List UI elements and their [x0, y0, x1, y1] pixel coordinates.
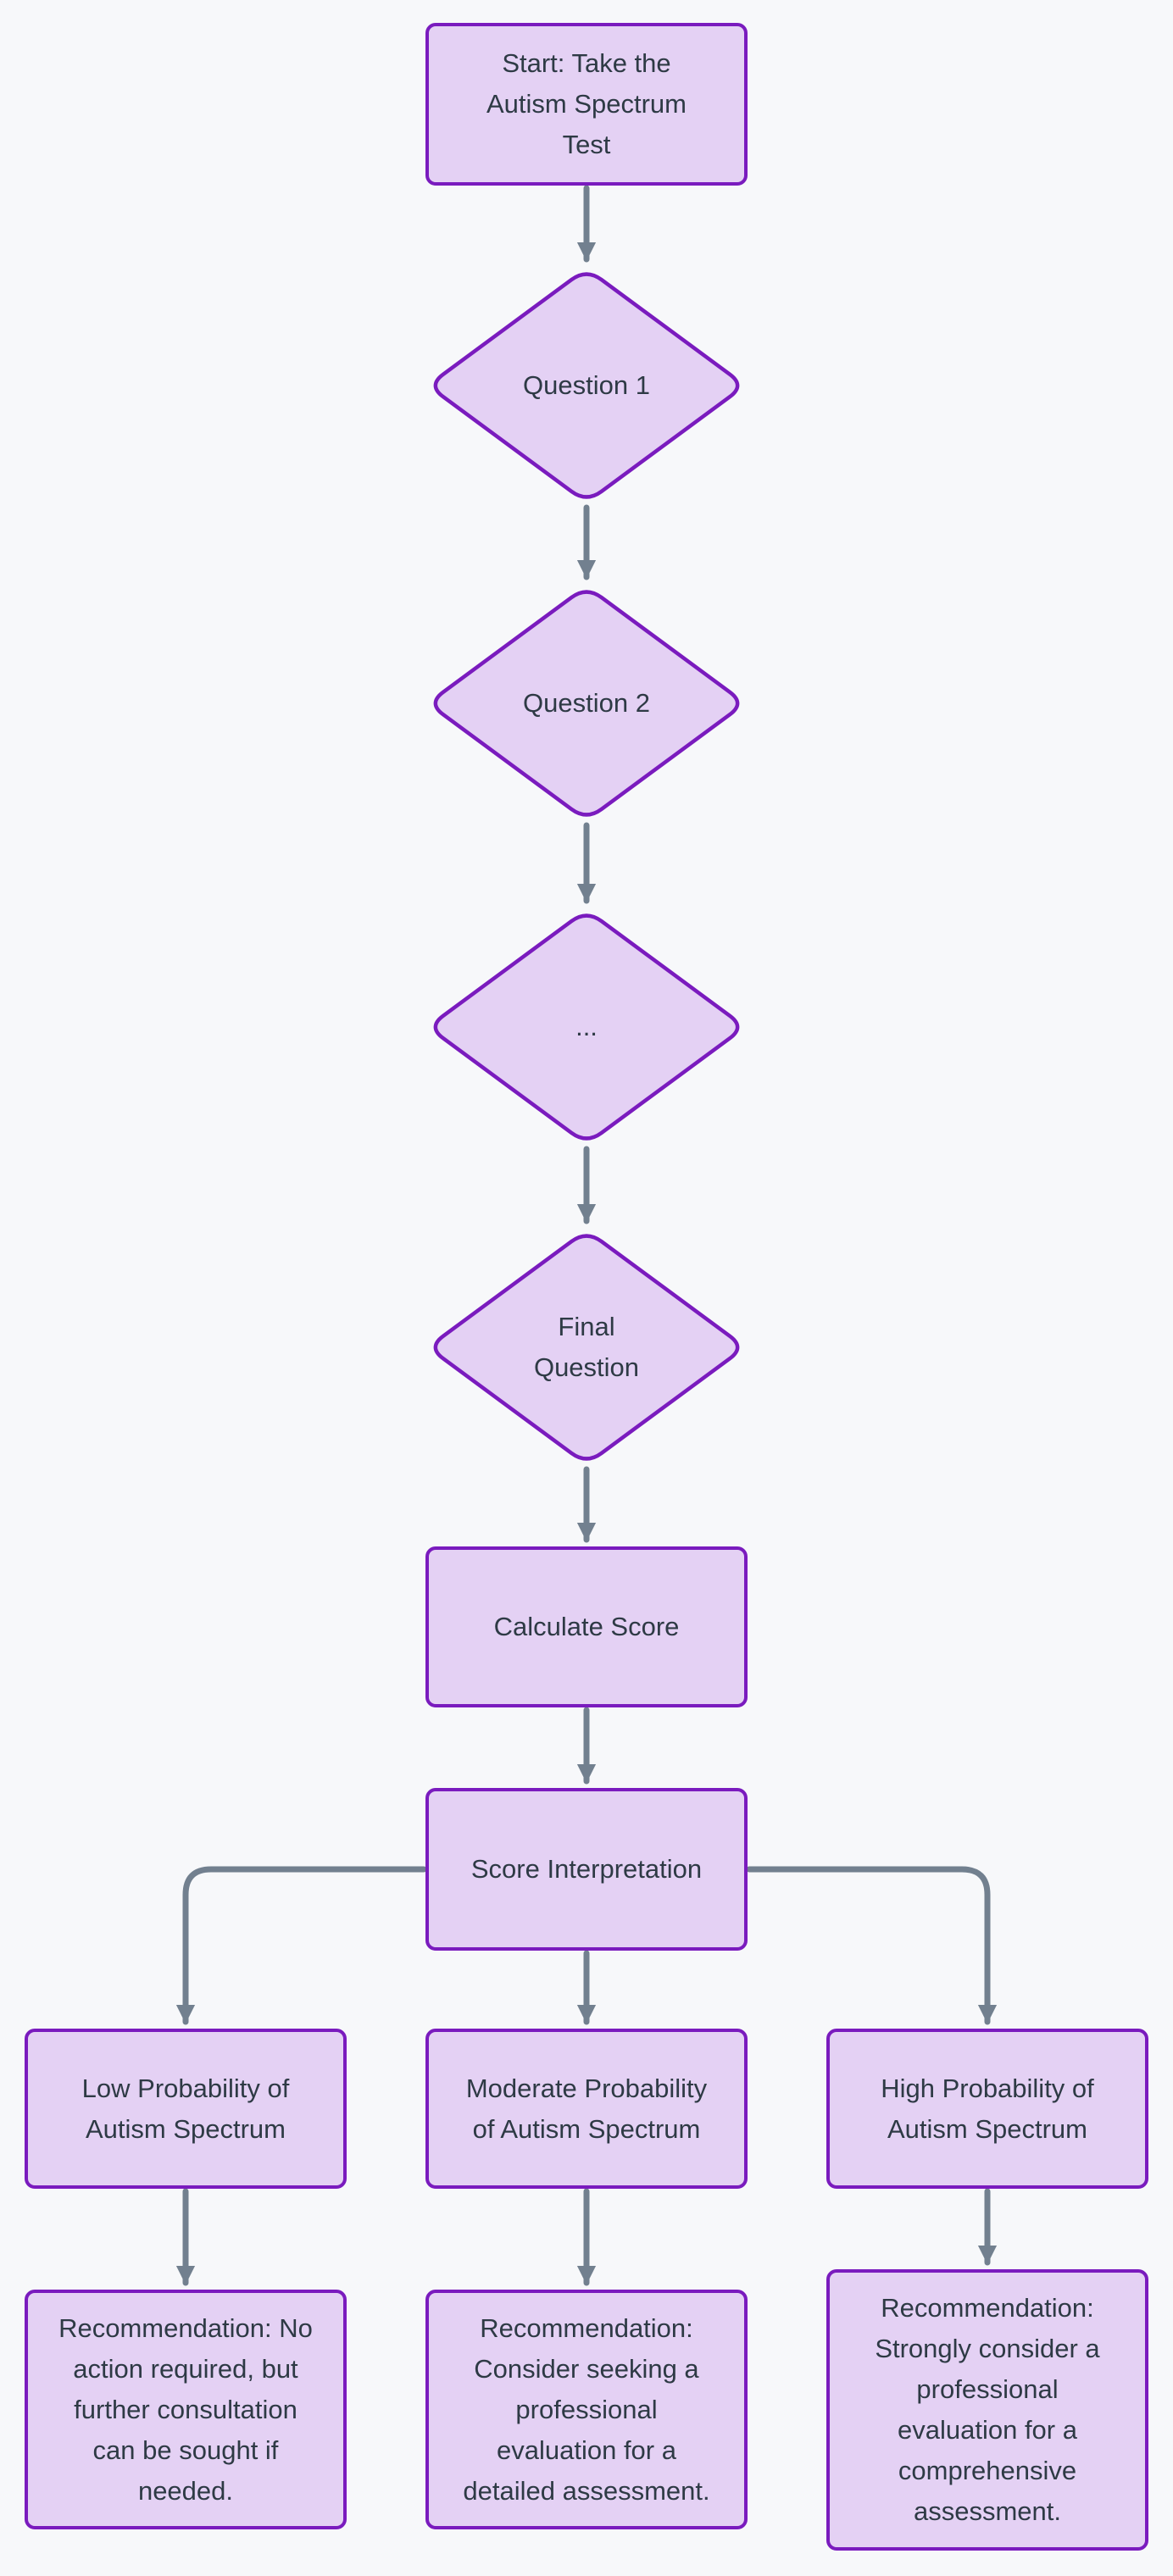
node-moderate-probability-label: Moderate Probability of Autism Spectrum [465, 2073, 708, 2144]
node-start: Start: Take the Autism Spectrum Test [425, 23, 748, 186]
node-score-interpretation: Score Interpretation [425, 1788, 748, 1951]
node-low-probability: Low Probability of Autism Spectrum [25, 2029, 347, 2189]
node-moderate-recommendation: Recommendation: Consider seeking a profe… [425, 2290, 748, 2529]
node-high-probability: High Probability of Autism Spectrum [826, 2029, 1148, 2189]
node-ellipsis: ... [425, 908, 748, 1146]
node-question-2: Question 2 [425, 584, 748, 823]
node-high-probability-label: High Probability of Autism Spectrum [881, 2073, 1094, 2144]
node-moderate-recommendation-label: Recommendation: Consider seeking a profe… [463, 2312, 710, 2506]
node-calculate-score-label: Calculate Score [493, 1612, 680, 1641]
node-low-recommendation: Recommendation: No action required, but … [25, 2290, 347, 2529]
diamond-shape [433, 590, 740, 817]
node-moderate-probability: Moderate Probability of Autism Spectrum [425, 2029, 748, 2189]
diamond-shape [433, 272, 740, 499]
edge-interpretation-high [746, 1866, 998, 2025]
node-question-1: Question 1 [425, 266, 748, 505]
node-score-interpretation-label: Score Interpretation [470, 1854, 703, 1884]
node-ellipsis-label: ... [575, 1012, 598, 1041]
node-high-recommendation: Recommendation: Strongly consider a prof… [826, 2269, 1148, 2551]
node-question-2-label: Question 2 [523, 688, 650, 718]
node-final-question-label: Final Question [533, 1312, 640, 1382]
node-low-probability-label: Low Probability of Autism Spectrum [81, 2073, 290, 2144]
node-start-label: Start: Take the Autism Spectrum Test [486, 48, 687, 159]
node-question-1-label: Question 1 [523, 370, 650, 400]
node-final-question: Final Question [425, 1228, 748, 1467]
diamond-shape [433, 1234, 740, 1461]
node-calculate-score: Calculate Score [425, 1546, 748, 1707]
edge-interpretation-low [175, 1866, 427, 2025]
node-low-recommendation-label: Recommendation: No action required, but … [58, 2312, 313, 2506]
diamond-shape [433, 913, 740, 1141]
node-high-recommendation-label: Recommendation: Strongly consider a prof… [875, 2293, 1100, 2526]
